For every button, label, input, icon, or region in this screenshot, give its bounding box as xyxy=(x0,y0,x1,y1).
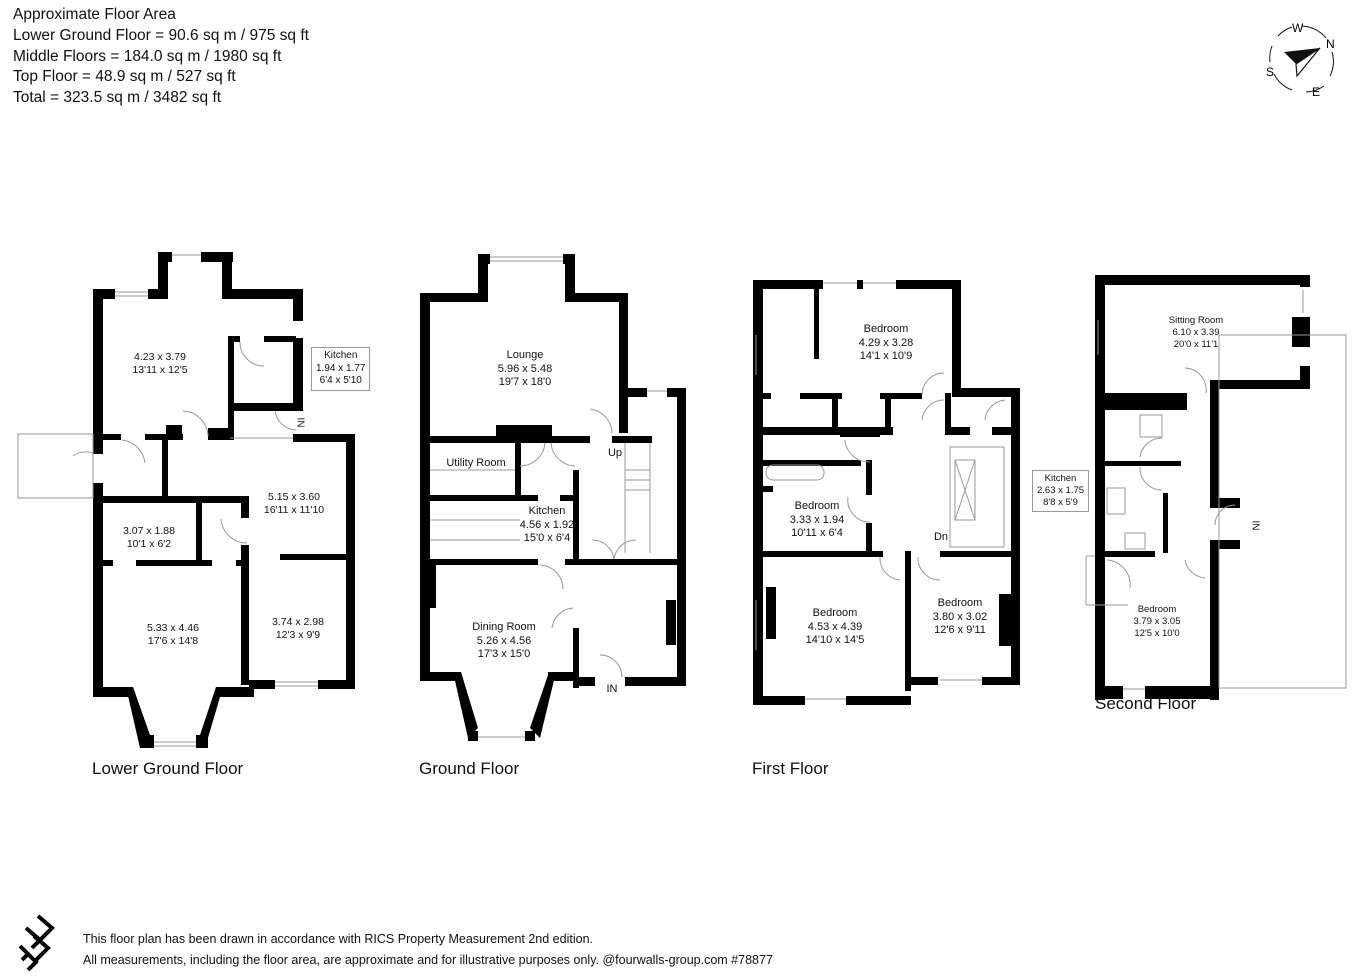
floor-title-ground: Ground Floor xyxy=(419,759,520,778)
entrance-label-ground: IN xyxy=(606,683,618,695)
ground-floor-walls xyxy=(420,254,686,741)
first-floor-walls xyxy=(753,280,1020,705)
room-label-ff-bedroom3: Bedroom 4.53 x 4.39 14'10 x 14'5 xyxy=(805,607,865,646)
room-label-dining: Dining Room 5.26 x 4.56 17'3 x 15'0 xyxy=(472,621,536,660)
callout-second-kitchen: Kitchen 2.63 x 1.75 8'8 x 5'9 xyxy=(1032,470,1090,512)
room-label-ground-kitchen: Kitchen 4.56 x 1.92 15'0 x 6'4 xyxy=(519,505,575,544)
compass-e: E xyxy=(1312,85,1320,98)
second-floor-walls xyxy=(1095,275,1310,700)
lower-ground-floor-outlines xyxy=(17,254,318,747)
room-label-ff-bedroom1: Bedroom 4.29 x 3.28 14'1 x 10'9 xyxy=(858,323,914,362)
fourwalls-logo-icon xyxy=(18,914,55,972)
entrance-label-lg: IN xyxy=(294,417,306,428)
room-label-sitting-room: Sitting Room 6.10 x 3.39 20'0 x 11'1 xyxy=(1168,315,1224,350)
floor-area-top: Top Floor = 48.9 sq m / 527 sq ft xyxy=(13,68,236,86)
lower-ground-floor-walls xyxy=(93,252,355,748)
room-label-sf-bedroom: Bedroom 3.79 x 3.05 12'5 x 10'0 xyxy=(1133,604,1181,639)
compass-w: W xyxy=(1292,21,1304,35)
floor-area-lower-ground: Lower Ground Floor = 90.6 sq m / 975 sq … xyxy=(13,26,309,44)
floor-area-heading: Approximate Floor Area xyxy=(13,6,176,23)
room-label-lg-room3: 3.07 x 1.88 10'1 x 6'2 xyxy=(123,525,175,550)
floor-area-total: Total = 323.5 sq m / 3482 sq ft xyxy=(13,89,222,107)
floor-title-first: First Floor xyxy=(752,759,829,778)
room-label-lounge: Lounge 5.96 x 5.48 19'7 x 18'0 xyxy=(497,349,553,388)
room-label-lg-room1: 4.23 x 3.79 13'11 x 12'5 xyxy=(132,351,188,376)
second-floor-outlines xyxy=(1085,290,1347,690)
floor-title-second: Second Floor xyxy=(1095,694,1197,713)
room-label-lg-room4: 5.33 x 4.46 17'6 x 14'8 xyxy=(147,622,199,647)
compass-s: S xyxy=(1266,65,1274,79)
floor-title-lower-ground: Lower Ground Floor xyxy=(92,759,244,778)
footer-line-1: This floor plan has been drawn in accord… xyxy=(83,932,593,946)
callout-lg-kitchen: Kitchen 1.94 x 1.77 6'4 x 5'10 xyxy=(311,347,371,391)
room-label-lg-room5: 3.74 x 2.98 12'3 x 9'9 xyxy=(272,616,324,641)
room-label-ff-bedroom2: Bedroom 3.33 x 1.94 10'11 x 6'4 xyxy=(789,500,845,539)
floor-area-summary: Approximate Floor Area Lower Ground Floo… xyxy=(13,5,309,109)
compass-n: N xyxy=(1326,37,1335,51)
footer-line-2: All measurements, including the floor ar… xyxy=(83,953,773,967)
first-floor-outlines xyxy=(755,282,1006,700)
room-label-utility: Utility Room xyxy=(446,457,506,469)
stairs-label-dn: Dn xyxy=(933,531,949,543)
stairs-label-up: Up xyxy=(607,447,623,459)
footer-disclaimer: This floor plan has been drawn in accord… xyxy=(83,929,773,971)
ground-floor-outlines xyxy=(430,256,667,738)
floor-area-middle: Middle Floors = 184.0 sq m / 1980 sq ft xyxy=(13,47,282,65)
room-label-lg-room2: 5.15 x 3.60 16'11 x 11'10 xyxy=(263,491,325,516)
entrance-label-second: IN xyxy=(1249,520,1261,531)
compass-icon: W N S E xyxy=(1266,21,1335,98)
room-label-ff-bedroom4: Bedroom 3.80 x 3.02 12'6 x 9'11 xyxy=(932,597,988,636)
